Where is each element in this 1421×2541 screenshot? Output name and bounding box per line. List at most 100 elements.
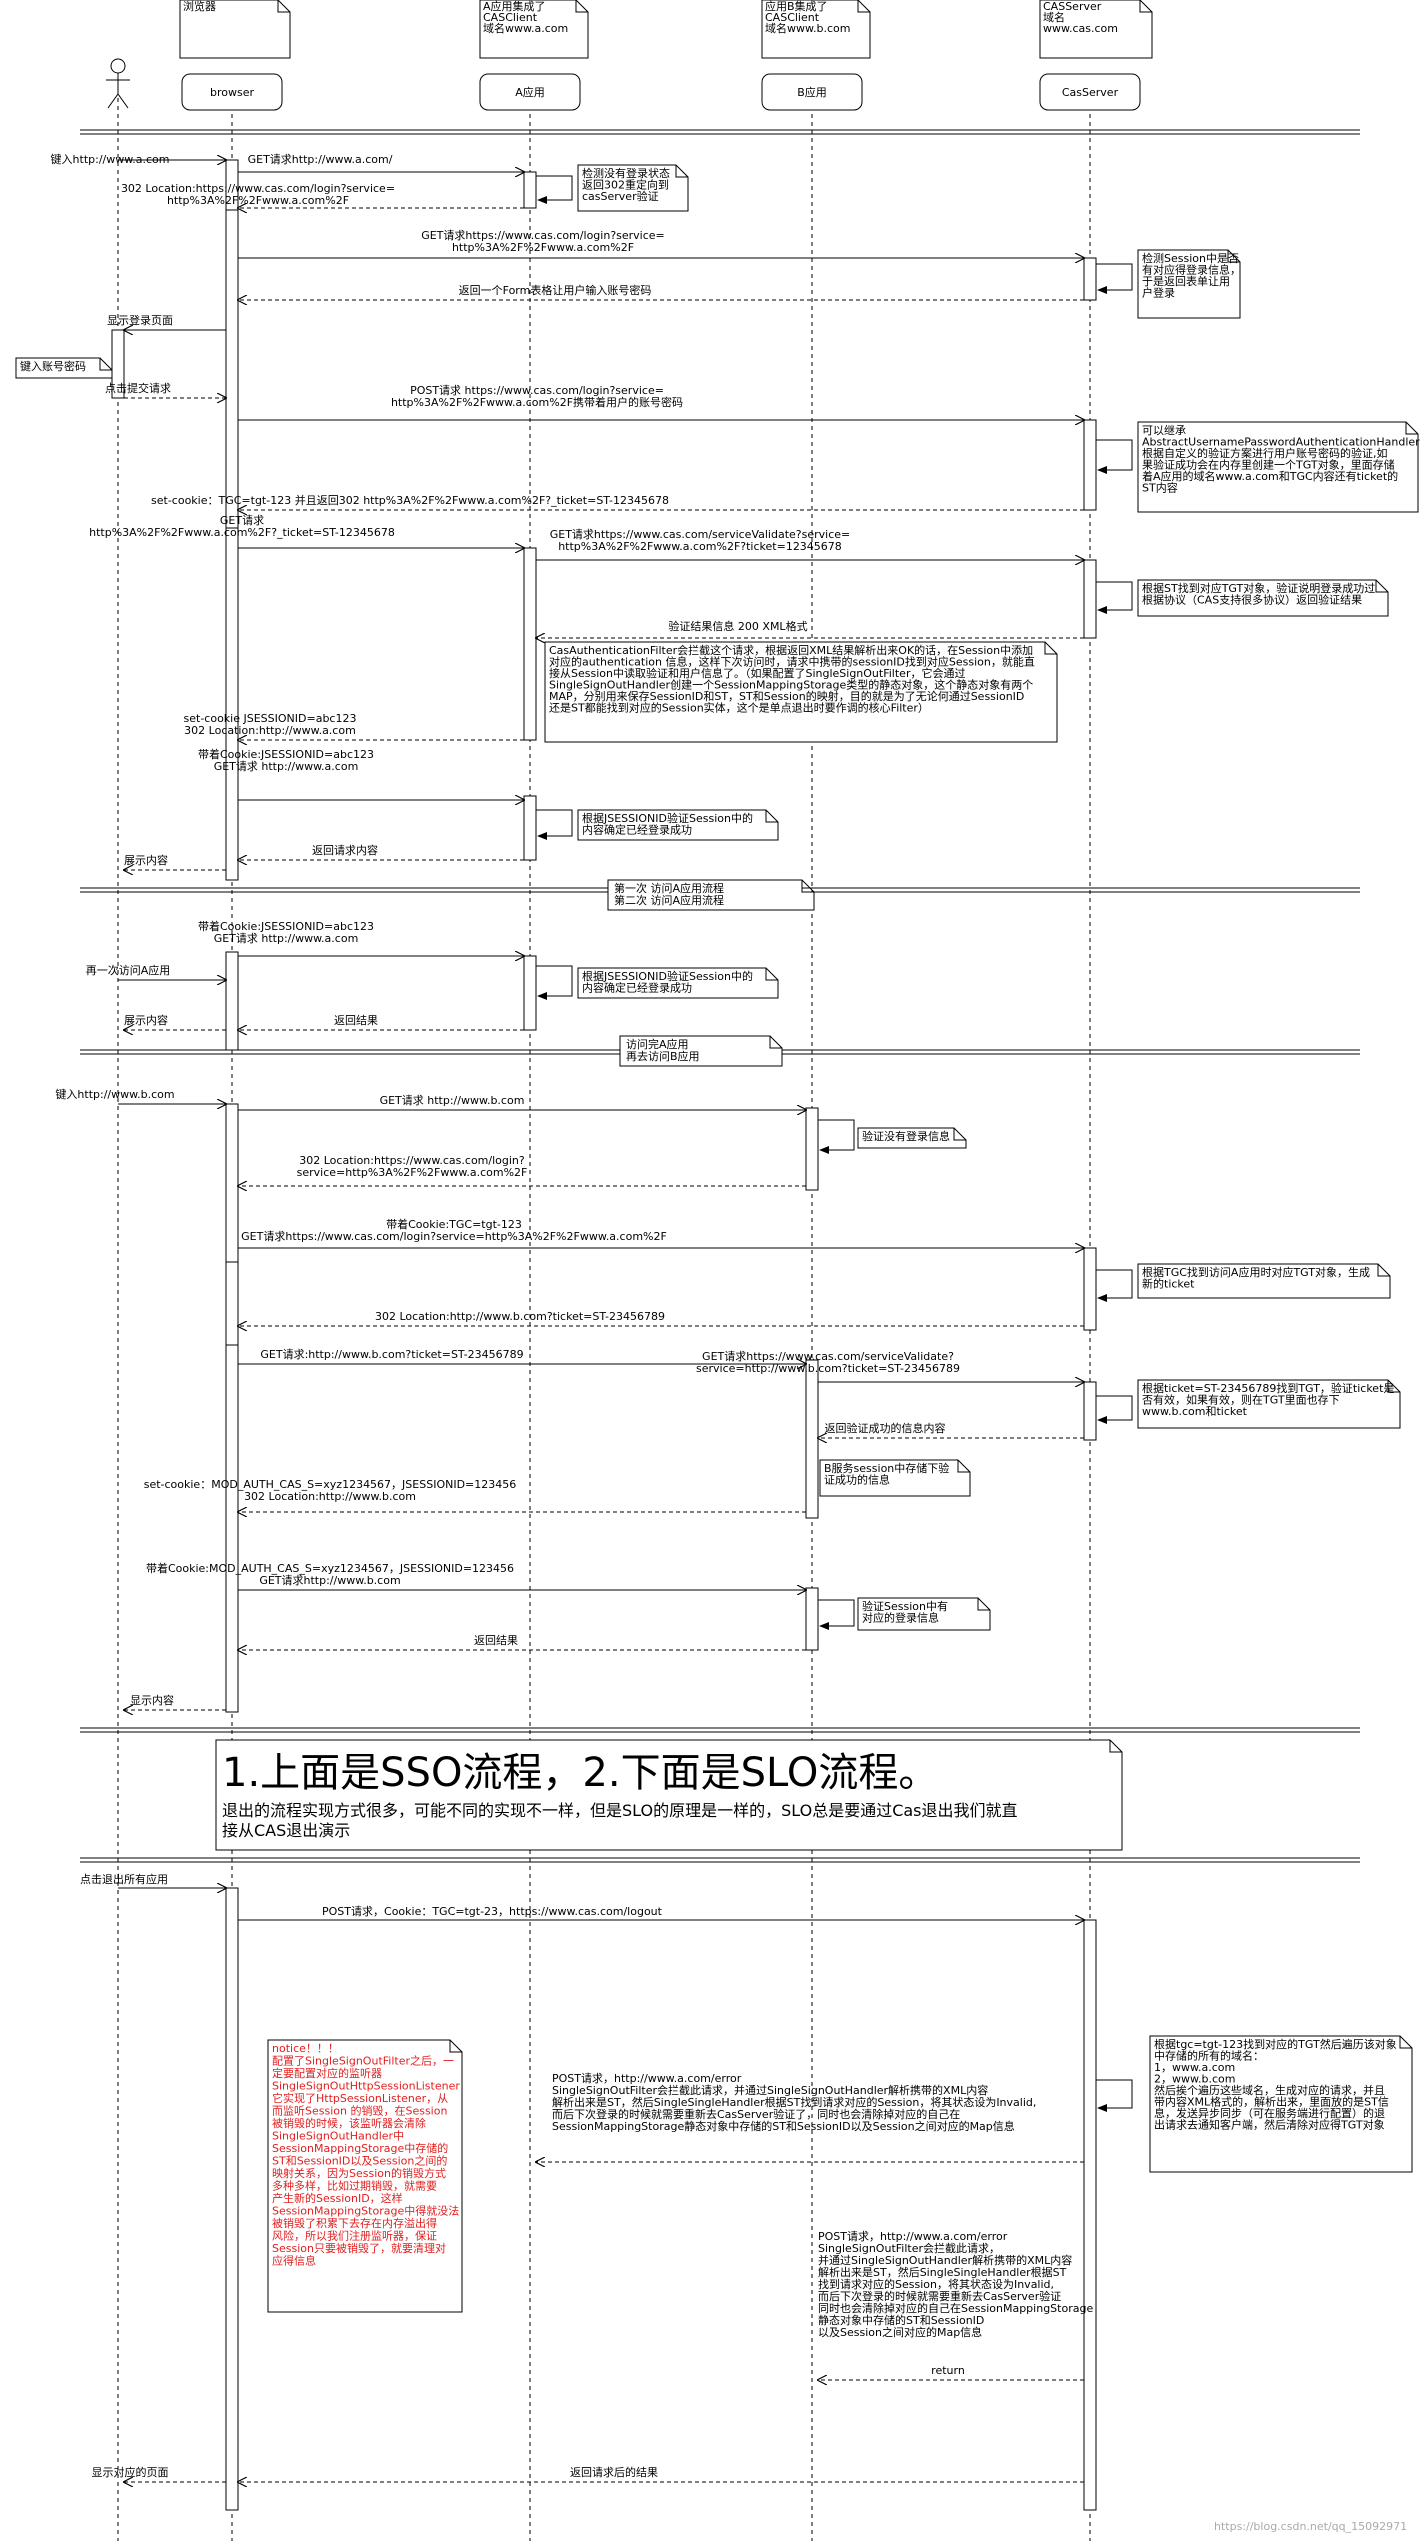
message-label-m29: set-cookie：MOD_AUTH_CAS_S=xyz1234567，JSE…	[144, 1478, 517, 1503]
message-label-m28: 返回验证成功的信息内容	[825, 1421, 946, 1435]
user-actor-body	[106, 73, 130, 109]
activation-bar-6	[523, 547, 537, 741]
divider-text-1: 第一次 访问A应用流程第二次 访问A应用流程	[614, 881, 724, 907]
participant-note-cas	[1039, 0, 1153, 59]
participant-label-cas: CasServer	[1062, 86, 1119, 99]
note-cas-logout	[1149, 2035, 1413, 2173]
self-call-cas4	[1096, 1269, 1133, 1302]
banner-subtitle: 退出的流程实现方式很多，可能不同的实现不一样，但是SLO的原理是一样的，SLO总…	[222, 1801, 1018, 1840]
note-a-check	[577, 164, 689, 212]
note-text-b-session: 验证Session中有对应的登录信息	[862, 1599, 948, 1625]
participant-note-a	[479, 0, 589, 59]
message-label-m20: 展示内容	[124, 1013, 168, 1027]
message-label-m31: 返回结果	[474, 1634, 518, 1647]
participant-label-a: A应用	[515, 85, 545, 99]
message-label-m26: GET请求:http://www.b.com?ticket=ST-2345678…	[260, 1348, 523, 1361]
participant-label-browser: browser	[210, 86, 254, 99]
message-label-m21: 键入http://www.b.com	[55, 1087, 174, 1101]
activation-bar-16	[1083, 1381, 1097, 1441]
activation-bar-12	[805, 1107, 819, 1191]
activation-bar-17	[805, 1587, 819, 1651]
participant-note-browser	[179, 0, 291, 59]
self-call-b	[818, 1119, 855, 1154]
self-call-cas3	[1096, 581, 1133, 614]
participant-a[interactable]	[479, 73, 581, 111]
message-label-m7: 点击提交请求	[105, 381, 171, 395]
note-a-filter	[544, 641, 1058, 743]
watermark-text: https://blog.csdn.net/qq_15092971	[1214, 2520, 1407, 2533]
message-label-m1: 键入http://www.a.com	[51, 152, 170, 166]
message-label-m22: GET请求 http://www.b.com	[380, 1094, 525, 1107]
note-a-session2	[577, 967, 779, 999]
message-label-m18: 再一次访问A应用	[86, 963, 171, 977]
message-label-m38: 显示对应的页面	[92, 2465, 169, 2479]
self-call-cas2	[1096, 439, 1133, 474]
message-label-m25: 302 Location:http://www.b.com?ticket=ST-…	[375, 1310, 665, 1323]
note-b-session	[857, 1597, 991, 1631]
note-text-cas-ticket: 根据ticket=ST-23456789找到TGT，验证ticket是否有效，如…	[1142, 1381, 1394, 1418]
activation-bar-19	[1083, 1919, 1097, 2511]
activation-bar-4	[111, 329, 125, 399]
message-label-m12: 验证结果信息 200 XML格式	[668, 619, 807, 633]
message-label-m27: GET请求https://www.cas.com/serviceValidate…	[696, 1350, 960, 1375]
divider-note-2	[619, 1035, 783, 1067]
note-text-cas-validate: 根据ST找到对应TGT对象，验证说明登录成功过根据协议（CAS支持很多协议）返回…	[1142, 581, 1375, 607]
message-label-m6: 显示登录页面	[107, 313, 173, 327]
message-label-m3: 302 Location:https://www.cas.com/login?s…	[121, 182, 395, 207]
note-b-check	[857, 1127, 967, 1149]
note-text-cas-logout: 根据tgc=tgt-123找到对应的TGT然后遍历该对象中存储的所有的域名：1，…	[1154, 2037, 1397, 2132]
participant-cas[interactable]	[1039, 73, 1141, 111]
message-label-m16: 展示内容	[124, 853, 168, 867]
message-label-m39: 返回请求后的结果	[570, 2465, 658, 2479]
note-cas-login	[1137, 421, 1419, 513]
activation-bar-5	[1083, 419, 1097, 511]
note-text-b-check: 验证没有登录信息	[862, 1129, 950, 1143]
note-text-b-store: B服务session中存储下验证成功的信息	[824, 1461, 949, 1487]
activation-bar-14	[225, 1261, 239, 1346]
note-text-cas-tgc: 根据TGC找到访问A应用时对应TGT对象，生成新的ticket	[1142, 1265, 1370, 1291]
activation-bar-8	[523, 795, 537, 861]
message-label-m8: POST请求 https://www.cas.com/login?service…	[391, 384, 683, 409]
activation-bar-1	[523, 171, 537, 209]
self-call-b2	[818, 1599, 855, 1630]
self-call-cas	[1096, 263, 1133, 294]
participant-b[interactable]	[761, 73, 863, 111]
activation-bar-18	[225, 1887, 239, 2511]
activation-bar-10	[523, 955, 537, 1031]
self-call-cas6	[1096, 2079, 1133, 2112]
message-label-m32: 显示内容	[130, 1693, 174, 1707]
activation-bar-2	[225, 209, 239, 529]
message-label-m33: 点击退出所有应用	[80, 1872, 168, 1886]
participant-browser[interactable]	[181, 73, 283, 111]
note-a-session1	[577, 809, 779, 841]
user-actor-icon	[110, 58, 126, 74]
divider-note-1	[607, 879, 815, 911]
activation-bar-3	[1083, 257, 1097, 301]
self-call-a3	[536, 965, 573, 1000]
message-label-m9: set-cookie：TGC=tgt-123 并且返回302 http%3A%2…	[151, 493, 669, 507]
activation-bar-15	[805, 1359, 819, 1519]
message-label-m37: return	[931, 2364, 965, 2377]
message-label-m2: GET请求http://www.a.com/	[248, 153, 393, 166]
note-notice	[267, 2039, 463, 2313]
note-text-user-input: 键入账号密码	[20, 359, 86, 373]
note-text-a-session2: 根据JSESSIONID验证Session中的内容确定已经登录成功	[582, 969, 753, 995]
banner-box	[215, 1739, 1123, 1851]
message-label-m15: 返回请求内容	[312, 843, 378, 857]
participant-note-text-browser: 浏览器	[183, 0, 216, 13]
participant-label-b: B应用	[797, 85, 827, 99]
note-text-a-filter: CasAuthenticationFilter会拦截这个请求，根据返回XML结果…	[549, 643, 1035, 715]
message-label-m5: 返回一个Form表格让用户输入账号密码	[459, 283, 652, 297]
participant-note-b	[761, 0, 871, 59]
note-b-store	[819, 1459, 971, 1497]
